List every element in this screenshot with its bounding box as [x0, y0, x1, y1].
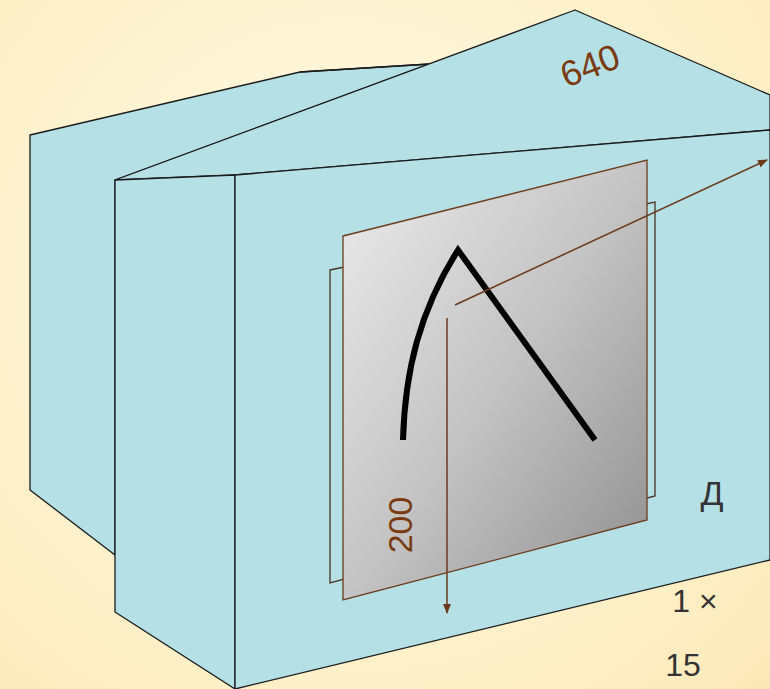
monitor-housing: [30, 10, 770, 689]
height-dimension: 200: [383, 497, 417, 554]
partial-text: 1 ×: [672, 585, 717, 617]
screen: [343, 160, 647, 600]
screen-figure: [403, 250, 595, 440]
height-arrow: [446, 318, 448, 613]
partial-text: 15: [665, 649, 701, 681]
partial-text: Д: [700, 476, 723, 510]
width-arrow: [455, 160, 767, 305]
